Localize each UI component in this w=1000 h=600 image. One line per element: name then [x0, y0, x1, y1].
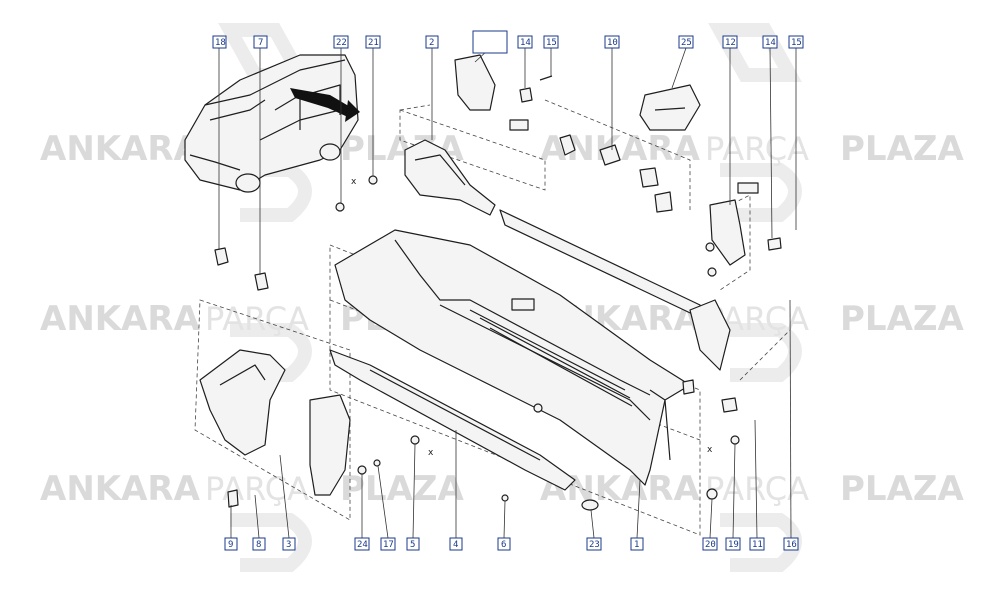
callout-label-highlighted[interactable]: 13	[472, 30, 508, 54]
svg-text:11: 11	[752, 540, 763, 550]
callout-label[interactable]: 14	[517, 35, 533, 49]
callout-label[interactable]: 18	[212, 35, 227, 49]
callout-label[interactable]: 16	[783, 537, 799, 551]
svg-text:16: 16	[786, 540, 797, 550]
svg-text:9: 9	[228, 540, 233, 550]
watermark-word-parca: PARÇA	[205, 300, 309, 338]
callout-label[interactable]: 23	[586, 537, 602, 551]
callout-label[interactable]: 5	[406, 537, 420, 551]
bracket-12	[709, 199, 746, 266]
svg-text:2: 2	[429, 38, 434, 48]
svg-text:24: 24	[357, 540, 368, 550]
svg-text:12: 12	[725, 38, 736, 48]
left-brackets	[199, 247, 351, 508]
callout-label[interactable]: 4	[449, 537, 463, 551]
x-mark: x	[707, 445, 713, 455]
callout-label[interactable]: 25	[678, 35, 694, 49]
svg-text:18: 18	[215, 38, 226, 48]
rear-bumper	[334, 229, 691, 486]
callout-label[interactable]: 20	[702, 537, 718, 551]
lamp-kit-25	[639, 84, 701, 131]
callout-label[interactable]: 21	[365, 35, 381, 49]
lower-beam	[329, 349, 576, 491]
callout-label[interactable]: 2	[425, 35, 439, 49]
x-mark: x	[351, 177, 357, 187]
svg-text:21: 21	[368, 38, 379, 48]
watermark-word-parca: PARÇA	[705, 470, 809, 508]
callout-label[interactable]: 12	[722, 35, 738, 49]
watermark-word-plaza: PLAZA	[840, 469, 965, 509]
svg-text:23: 23	[589, 540, 600, 550]
callout-label[interactable]: 15	[543, 35, 559, 49]
svg-text:1: 1	[634, 540, 639, 550]
svg-text:5: 5	[410, 540, 415, 550]
arrow-pointer-icon	[290, 88, 352, 118]
callout-label[interactable]: 8	[252, 537, 266, 551]
watermark-word-parca: PARÇA	[205, 470, 309, 508]
fasteners	[335, 175, 740, 511]
svg-text:19: 19	[728, 540, 739, 550]
callout-label[interactable]: 3	[282, 537, 296, 551]
x-mark: x	[428, 448, 434, 458]
callout-label[interactable]: 24	[354, 537, 370, 551]
watermark-word-plaza: PLAZA	[340, 469, 465, 509]
watermark-word-ankara: ANKARA	[40, 129, 201, 169]
watermark-word-ankara: ANKARA	[40, 469, 201, 509]
callout-label[interactable]: 22	[333, 35, 349, 49]
callout-label[interactable]: 7	[253, 35, 268, 49]
callouts-top: 18 7 22 21 2 13 14 15 10 25 12 14 15	[212, 30, 804, 54]
callout-label[interactable]: 10	[604, 35, 620, 49]
callout-label[interactable]: 9	[224, 537, 238, 551]
side-bracket-left	[404, 139, 496, 216]
callout-label[interactable]: 6	[497, 537, 511, 551]
callout-label[interactable]: 17	[380, 537, 396, 551]
callout-label[interactable]: 11	[749, 537, 765, 551]
svg-text:10: 10	[607, 38, 618, 48]
callouts-bottom: 9 8 3 24 17 5 4 6 23 1 20 19 11 16	[224, 537, 799, 551]
upper-parts	[404, 54, 782, 371]
watermark-word-plaza: PLAZA	[840, 299, 965, 339]
svg-text:17: 17	[383, 540, 394, 550]
callout-label[interactable]: 1	[630, 537, 644, 551]
van-illustration	[184, 54, 360, 193]
svg-text:8: 8	[256, 540, 261, 550]
watermark-logo	[218, 23, 802, 572]
svg-text:20: 20	[705, 540, 716, 550]
callout-label[interactable]: 15	[788, 35, 804, 49]
svg-text:15: 15	[791, 38, 802, 48]
svg-text:4: 4	[453, 540, 458, 550]
svg-text:6: 6	[501, 540, 506, 550]
watermark-word-parca: PARÇA	[705, 130, 809, 168]
svg-text:14: 14	[765, 38, 776, 48]
svg-text:3: 3	[286, 540, 291, 550]
svg-text:14: 14	[520, 38, 531, 48]
x-marks: x x x	[351, 177, 713, 458]
leader-lines	[218, 47, 797, 539]
svg-text:22: 22	[336, 38, 347, 48]
callout-label[interactable]: 14	[762, 35, 778, 49]
svg-text:25: 25	[681, 38, 692, 48]
svg-text:7: 7	[258, 38, 263, 48]
watermark-word-plaza: PLAZA	[840, 129, 965, 169]
svg-text:15: 15	[546, 38, 557, 48]
watermark-word-ankara: ANKARA	[40, 299, 201, 339]
side-bracket-right	[689, 299, 731, 371]
bracket-13	[454, 54, 496, 111]
highlight-box	[472, 30, 508, 54]
callout-label[interactable]: 19	[725, 537, 741, 551]
